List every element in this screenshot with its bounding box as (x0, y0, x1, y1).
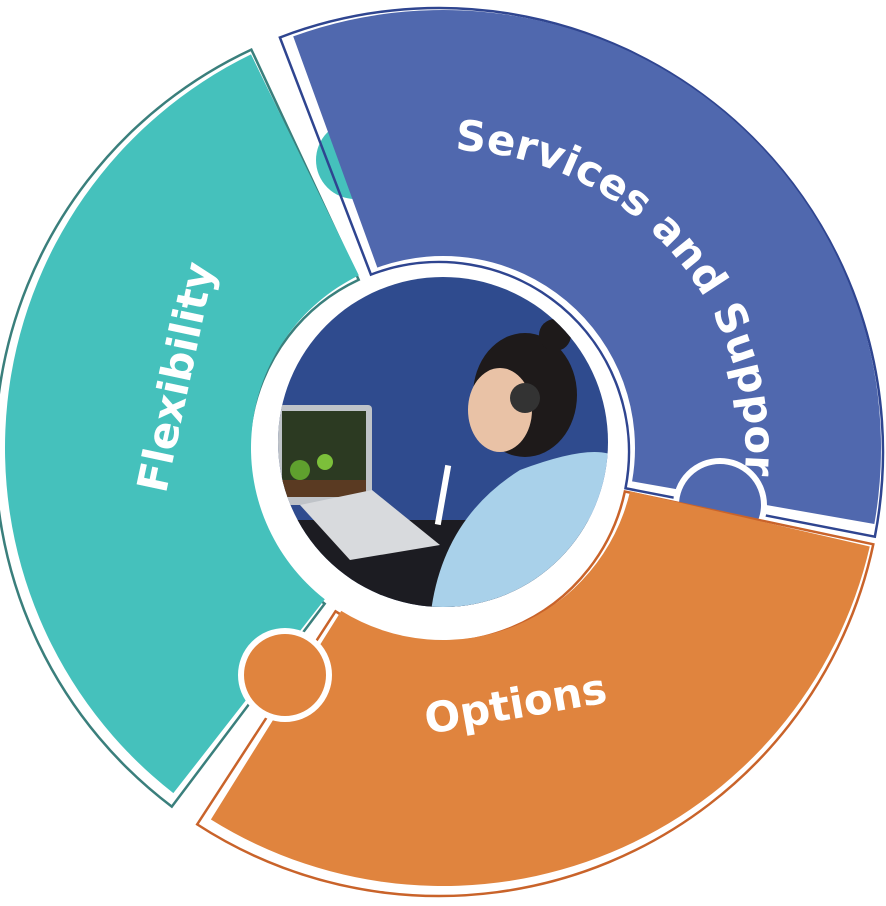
laptop-icon (278, 405, 440, 560)
segment-options (195, 490, 875, 898)
segment-outline (278, 6, 885, 539)
center-photo (278, 277, 608, 607)
segment-fill (293, 10, 881, 525)
segment-fill (210, 491, 870, 886)
puzzle-knob (238, 628, 332, 722)
segment-outline (195, 490, 875, 898)
segment-fill (5, 54, 359, 794)
